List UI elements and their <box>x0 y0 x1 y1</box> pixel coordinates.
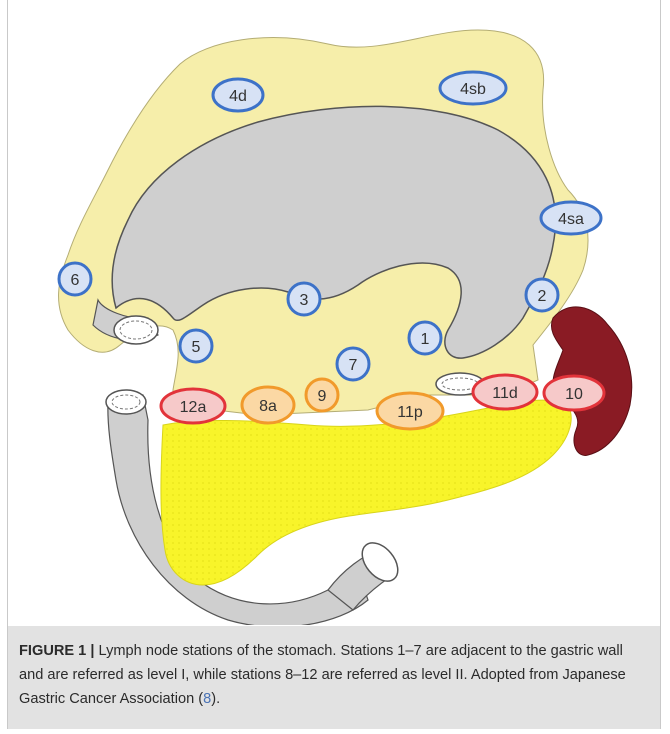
svg-text:1: 1 <box>421 331 430 348</box>
figure-frame: 4d 4sb 4sa 6 2 3 <box>7 0 661 729</box>
svg-text:8a: 8a <box>259 398 277 415</box>
svg-text:2: 2 <box>538 288 547 305</box>
figure-caption: FIGURE 1 | Lymph node stations of the st… <box>19 639 651 711</box>
node-7: 7 <box>337 348 369 380</box>
node-5: 5 <box>180 330 212 362</box>
caption-text: Lymph node stations of the stomach. Stat… <box>19 643 626 707</box>
svg-text:10: 10 <box>565 386 583 403</box>
node-12a: 12a <box>161 389 225 423</box>
node-11p: 11p <box>377 393 443 429</box>
node-6: 6 <box>59 263 91 295</box>
node-3: 3 <box>288 283 320 315</box>
pylorus-opening <box>114 316 158 344</box>
node-11d: 11d <box>473 375 537 409</box>
node-4d: 4d <box>213 79 263 111</box>
node-9: 9 <box>306 379 338 411</box>
svg-text:11p: 11p <box>397 404 423 421</box>
svg-text:11d: 11d <box>492 385 518 402</box>
node-10: 10 <box>544 376 604 410</box>
node-4sa: 4sa <box>541 202 601 234</box>
svg-text:12a: 12a <box>180 399 207 416</box>
node-8a: 8a <box>242 387 294 423</box>
svg-text:5: 5 <box>192 339 201 356</box>
svg-text:6: 6 <box>71 272 80 289</box>
anatomy-illustration: 4d 4sb 4sa 6 2 3 <box>8 0 662 625</box>
svg-text:4sa: 4sa <box>558 211 584 228</box>
svg-text:7: 7 <box>349 357 358 374</box>
node-4sb: 4sb <box>440 72 506 104</box>
svg-text:4d: 4d <box>229 88 247 105</box>
node-2: 2 <box>526 279 558 311</box>
svg-text:3: 3 <box>300 292 309 309</box>
lymph-node-diagram: 4d 4sb 4sa 6 2 3 <box>8 0 662 625</box>
caption-bar: FIGURE 1 | Lymph node stations of the st… <box>8 626 660 729</box>
node-1: 1 <box>409 322 441 354</box>
figure-label: FIGURE 1 | <box>19 643 94 659</box>
svg-text:4sb: 4sb <box>460 81 486 98</box>
svg-text:9: 9 <box>318 388 327 405</box>
caption-text-end: ). <box>211 691 220 707</box>
